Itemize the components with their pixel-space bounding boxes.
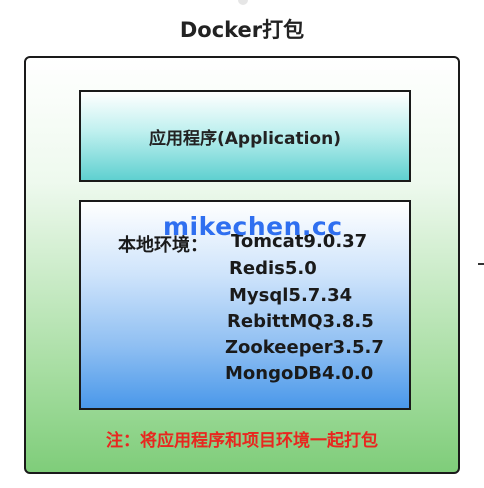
env-item-mongodb: MongoDB4.0.0: [225, 363, 374, 384]
env-item-zookeeper: Zookeeper3.5.7: [225, 337, 384, 358]
application-label: 应用程序(Application): [149, 128, 341, 149]
environment-box: [79, 200, 411, 410]
application-box: 应用程序(Application): [79, 90, 411, 182]
connector-stub: [478, 263, 484, 265]
top-decoration: [238, 0, 248, 5]
watermark: mikechen.cc: [163, 212, 343, 241]
env-item-mysql: Mysql5.7.34: [229, 285, 353, 306]
environment-label: 本地环境：: [118, 235, 208, 256]
env-item-rabbitmq: RebittMQ3.8.5: [227, 311, 374, 332]
note-text: 注：将应用程序和项目环境一起打包: [106, 431, 378, 451]
diagram-title: Docker打包: [179, 18, 305, 42]
env-item-redis: Redis5.0: [229, 258, 317, 279]
env-item-tomcat: Tomcat9.0.37: [231, 231, 368, 252]
